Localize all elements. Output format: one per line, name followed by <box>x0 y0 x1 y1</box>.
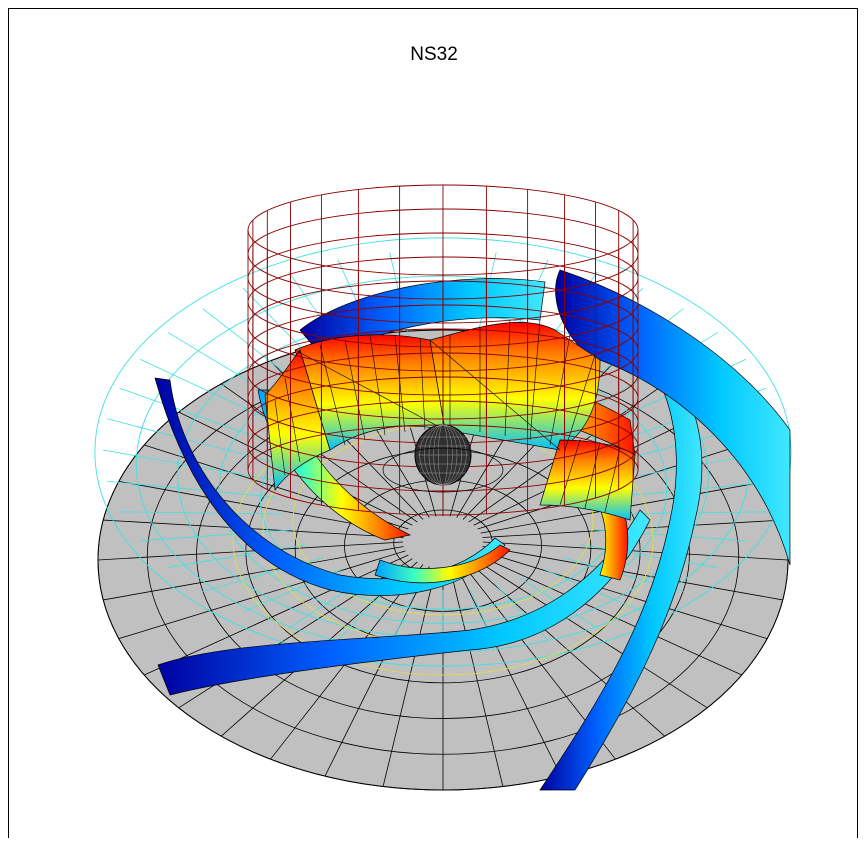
blade-mesh-line <box>604 447 621 513</box>
hub-disc-spoke <box>477 554 742 676</box>
hub-disc-spoke <box>449 567 504 787</box>
blade-mesh-line <box>429 339 561 451</box>
blade-mesh-line <box>564 354 596 451</box>
hub-disc-spoke <box>382 567 437 787</box>
shroud-lower-spoke <box>167 544 306 568</box>
hub-disc-spoke <box>324 566 430 777</box>
shroud-lower-spoke <box>119 387 282 447</box>
nose-cone-base <box>382 447 504 493</box>
shroud-lower-spoke <box>107 418 276 464</box>
hub-disc-spoke <box>456 566 562 777</box>
hub-disc-spoke <box>103 519 404 538</box>
shroud-lower-spoke <box>140 529 292 542</box>
shroud-lower-spoke <box>119 511 282 515</box>
nose-cone <box>382 424 504 493</box>
impeller-blade <box>157 509 651 696</box>
hub-disc-spoke <box>482 546 783 601</box>
hub-disc-spoke <box>97 541 404 561</box>
blade-mesh-line <box>284 377 301 463</box>
shroud-lower-spoke <box>107 480 276 498</box>
blade-mesh-line <box>529 319 541 441</box>
figure-title: NS32 <box>410 44 458 65</box>
impeller-blade <box>374 544 511 584</box>
blade-mesh-line <box>274 399 286 476</box>
impeller-blade <box>555 269 791 566</box>
blade-mesh-line <box>549 334 571 446</box>
blade-mesh-line <box>369 334 386 436</box>
hub-disc-spoke <box>473 558 708 709</box>
hub-disc-spoke <box>482 541 789 561</box>
shroud-cylinder-grid <box>247 184 639 516</box>
hub-disc-spoke <box>144 554 409 676</box>
blade-mesh-line <box>559 439 581 506</box>
shroud-lower-spoke <box>580 544 719 568</box>
hub-disc-spoke <box>103 546 404 601</box>
impeller-blade-face <box>264 349 331 492</box>
